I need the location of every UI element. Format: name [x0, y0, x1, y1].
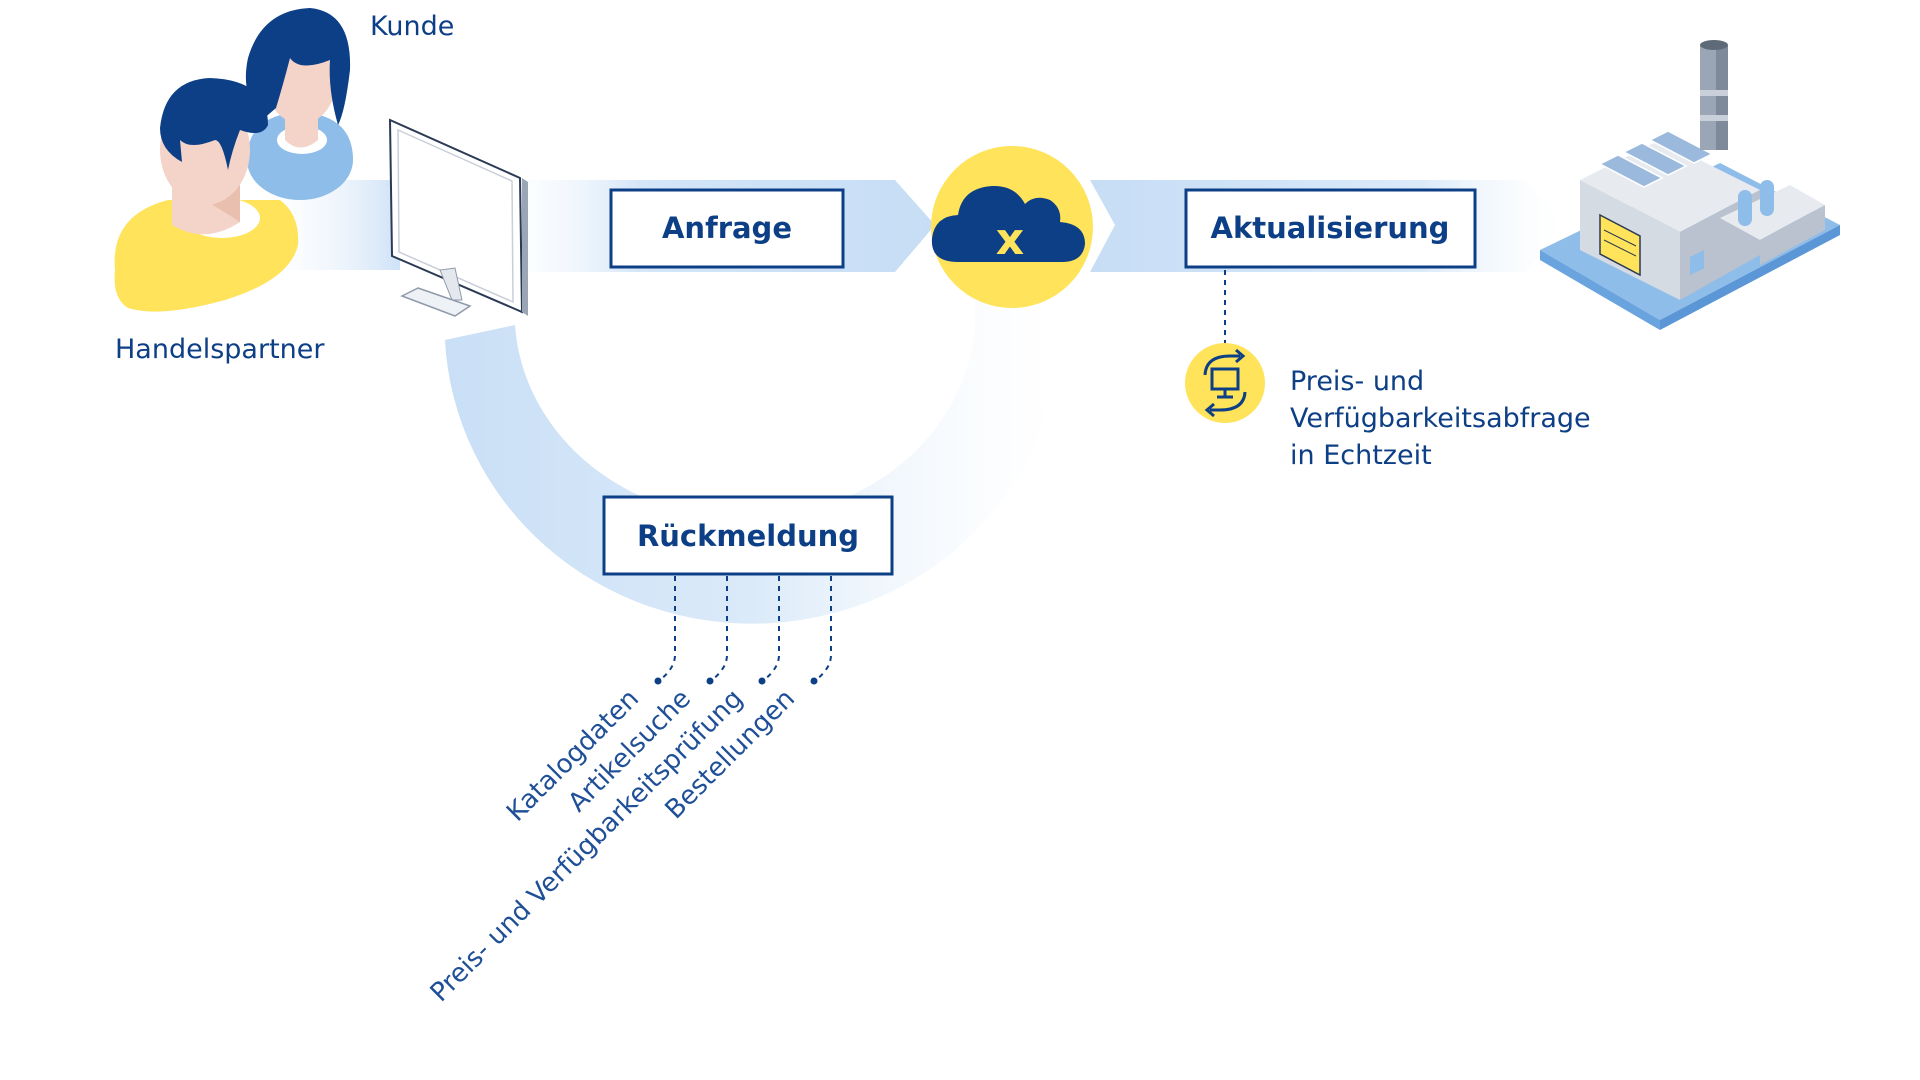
- realtime-text: Preis- und Verfügbarkeitsabfrage in Echt…: [1290, 366, 1591, 471]
- update-label: Aktualisierung: [1211, 211, 1450, 245]
- cloud-x-icon: x: [931, 185, 1085, 265]
- realtime-line-3: in Echtzeit: [1290, 440, 1432, 471]
- hub-letter: x: [996, 214, 1024, 265]
- response-label: Rückmeldung: [637, 519, 859, 553]
- output-connector-1: [659, 576, 676, 681]
- customer-label: Kunde: [370, 11, 454, 42]
- output-dots: [654, 677, 818, 685]
- output-connectors: [659, 576, 832, 681]
- update-box: Aktualisierung: [1184, 188, 1477, 269]
- output-connector-2: [711, 576, 728, 681]
- request-label: Anfrage: [662, 211, 792, 245]
- sync-monitor-icon: [1185, 343, 1265, 423]
- output-connector-4: [815, 576, 832, 681]
- band-response-arc: [445, 300, 1061, 624]
- realtime-line-1: Preis- und: [1290, 366, 1424, 397]
- request-box: Anfrage: [609, 188, 845, 269]
- response-box: Rückmeldung: [602, 495, 894, 576]
- hub-node: x: [931, 146, 1093, 308]
- partner-label: Handelspartner: [115, 334, 325, 365]
- realtime-line-2: Verfügbarkeitsabfrage: [1290, 403, 1591, 434]
- output-connector-3: [763, 576, 780, 681]
- monitor-icon: [388, 118, 528, 317]
- people-icon: [114, 8, 353, 312]
- factory-icon: [1540, 40, 1840, 330]
